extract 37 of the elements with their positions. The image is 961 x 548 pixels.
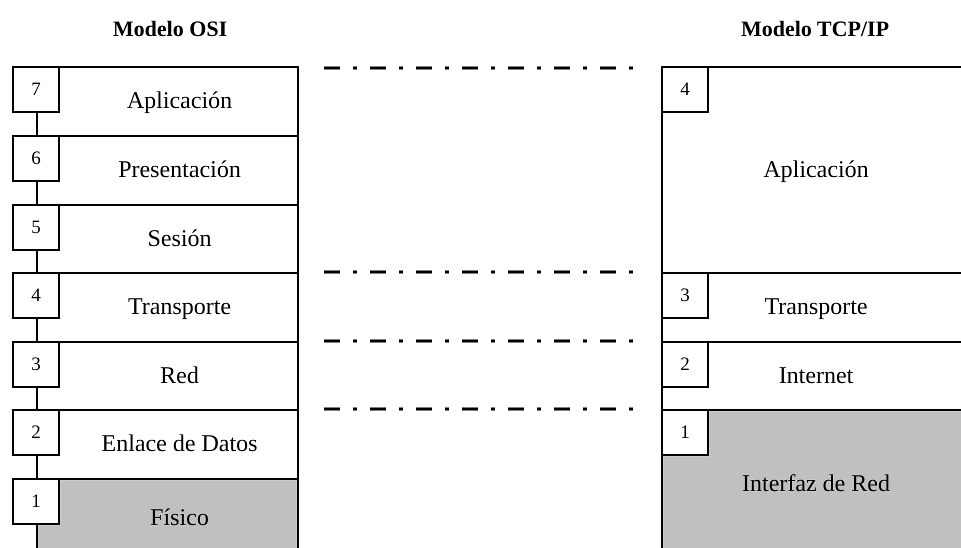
- layer-number: 5: [31, 216, 41, 238]
- layer-number-box: [661, 409, 709, 456]
- layer-name: Transporte: [764, 294, 868, 321]
- layer-number-box: [12, 66, 60, 113]
- model-heading: Modelo TCP/IP: [740, 16, 890, 42]
- layer-box: [661, 409, 961, 548]
- layer-number-box: [12, 272, 60, 319]
- layer-number-box: [12, 478, 60, 525]
- layer-number-box: [12, 341, 60, 388]
- layer-name: Internet: [778, 362, 854, 390]
- layer-number-box: [661, 341, 709, 388]
- layer-number: 1: [31, 490, 41, 512]
- layer-number-box: [12, 409, 60, 456]
- layer-number-box: [12, 204, 60, 251]
- layer-name: Aplicación: [763, 156, 869, 184]
- layer-name: Red: [160, 362, 199, 390]
- layer-number-box: [661, 272, 709, 319]
- layer-number: 4: [31, 284, 41, 306]
- model-heading: Modelo OSI: [112, 16, 228, 42]
- layer-name: Enlace de Datos: [102, 431, 258, 458]
- layer-name: Sesión: [147, 226, 212, 252]
- layer-number: 2: [31, 422, 41, 444]
- layer-number: 2: [680, 354, 690, 376]
- layer-number: 4: [680, 78, 690, 100]
- layer-name: Aplicación: [126, 88, 232, 115]
- layer-number: 6: [31, 148, 41, 170]
- layer-name: Interfaz de Red: [742, 470, 890, 498]
- layer-name: Transporte: [128, 294, 232, 321]
- layer-name: Físico: [150, 504, 209, 532]
- layer-number: 3: [31, 354, 41, 376]
- layer-number-box: [12, 135, 60, 182]
- layer-number: 3: [680, 284, 690, 306]
- layer-number-box: [661, 66, 709, 113]
- layer-box: [661, 66, 961, 274]
- layer-number: 1: [680, 422, 690, 444]
- layer-name: Presentación: [118, 157, 241, 184]
- layer-number: 7: [31, 78, 41, 100]
